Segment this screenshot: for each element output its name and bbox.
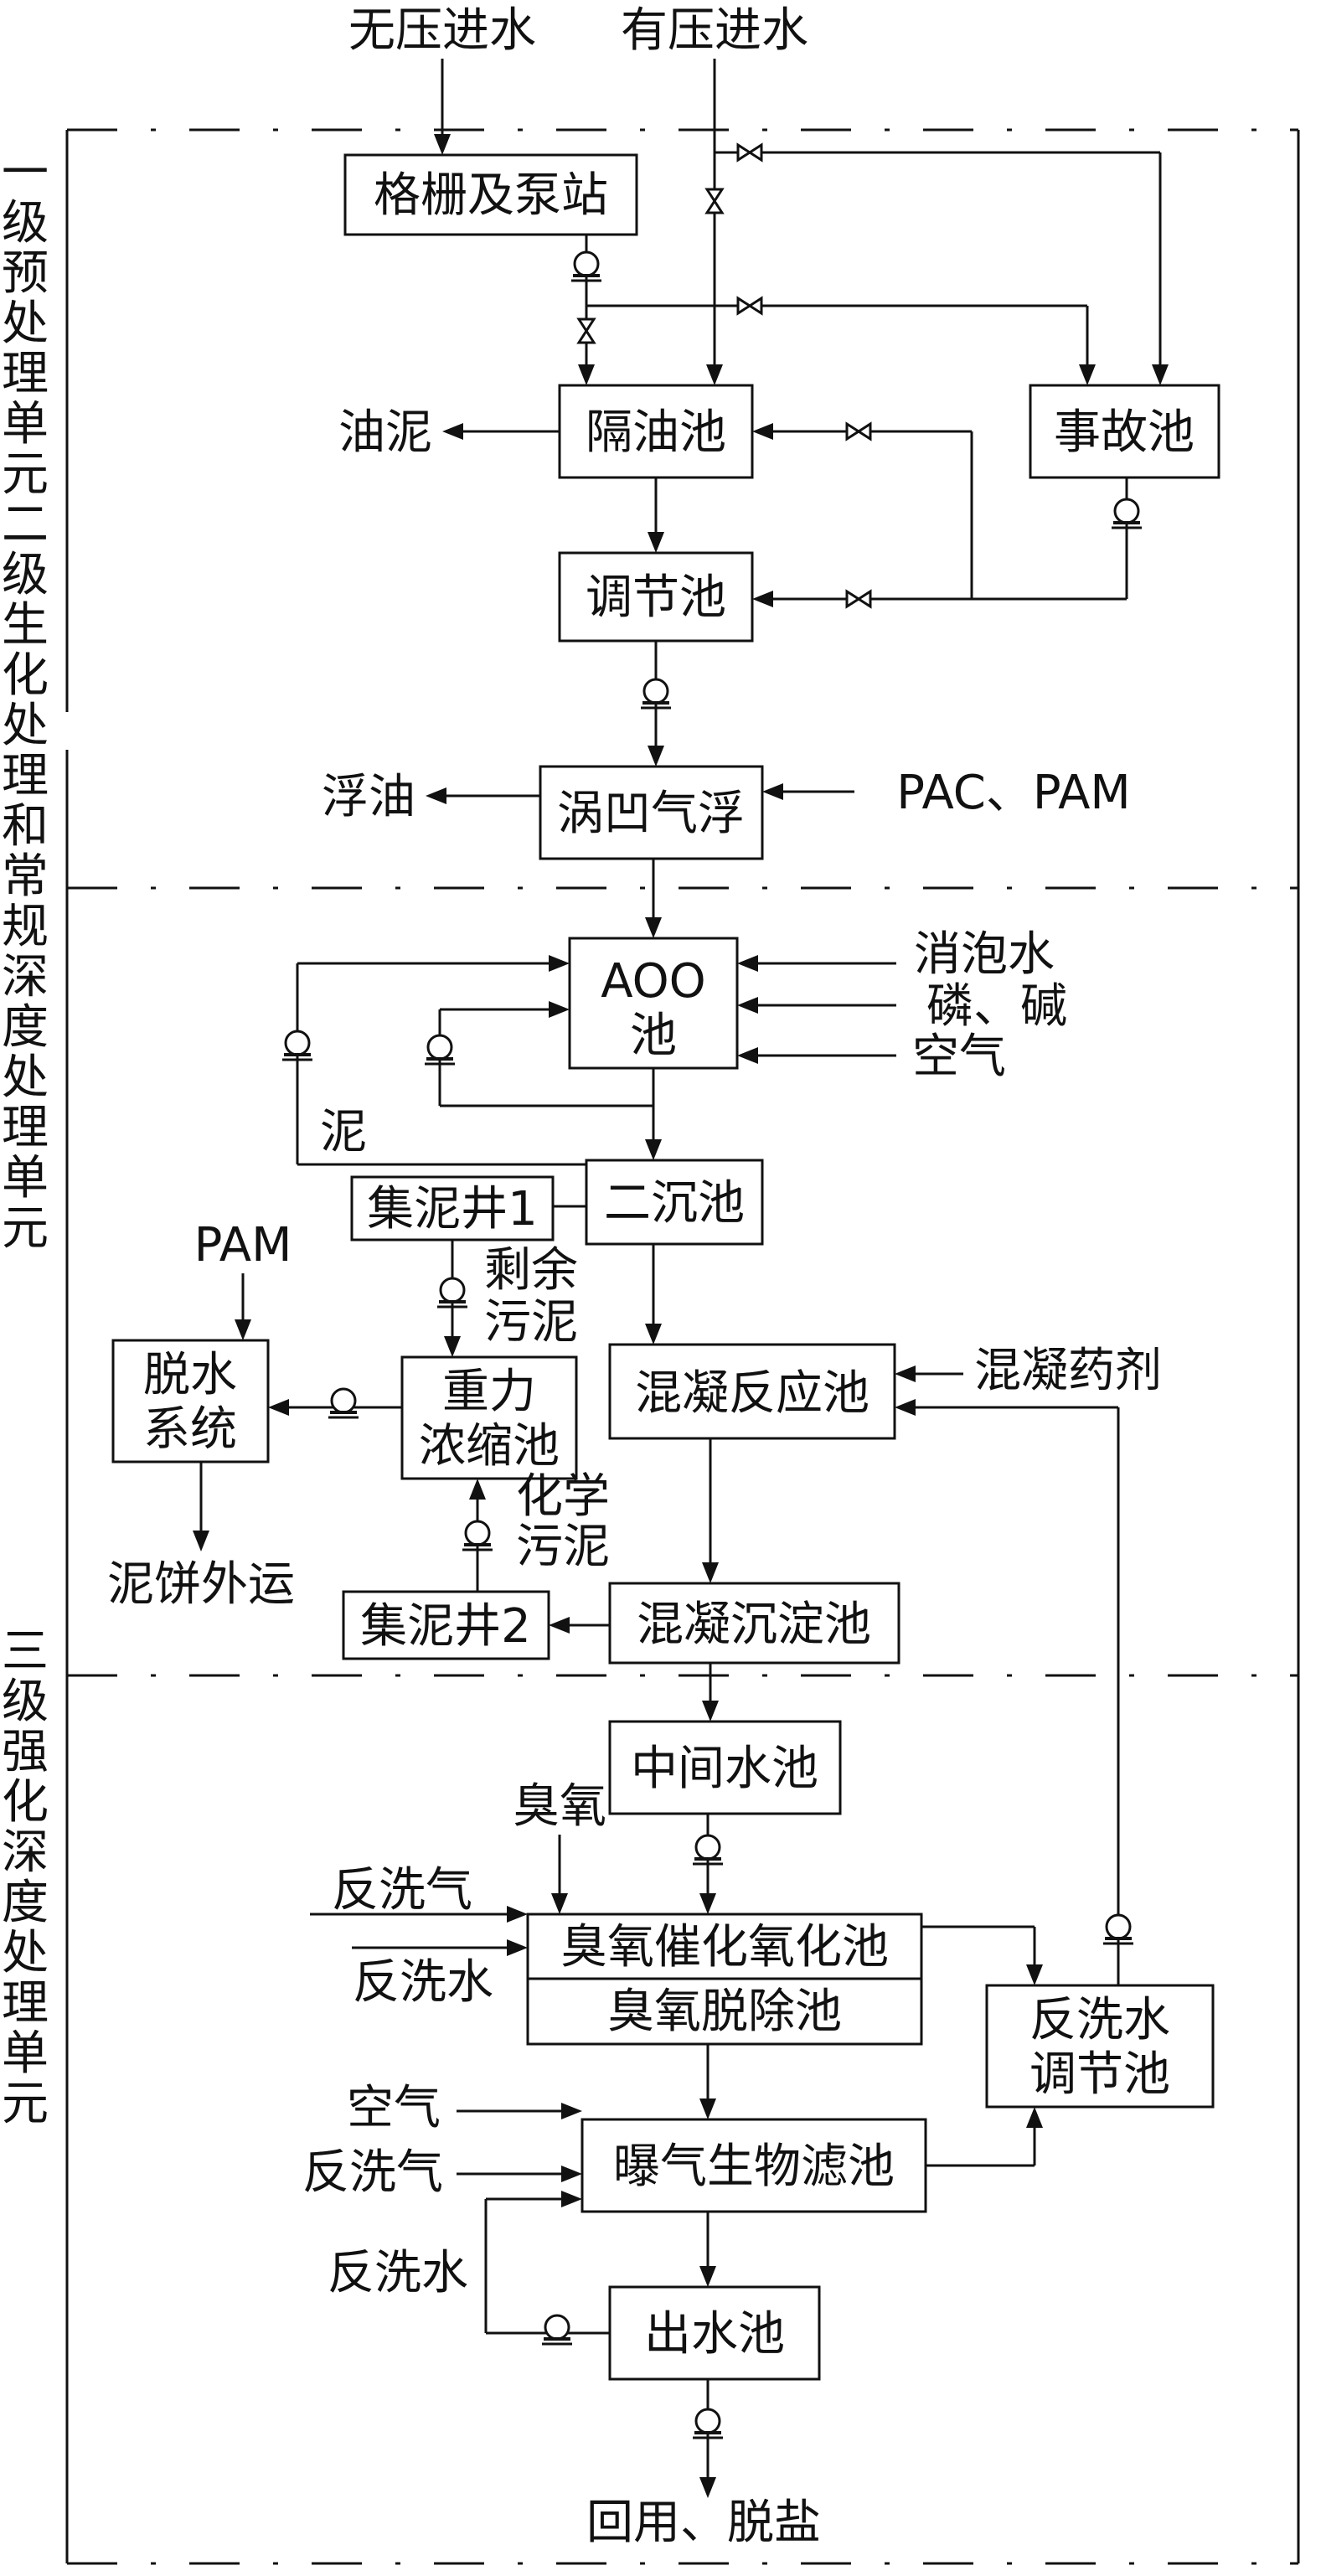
svg-text:隔油池: 隔油池: [586, 405, 726, 460]
svg-text:集泥井2: 集泥井2: [360, 1599, 531, 1654]
label-backwash-water-2: 反洗水: [328, 2246, 468, 2300]
unit-frame-1: [65, 128, 1300, 888]
label-chem-1: 化学: [516, 1469, 610, 1524]
label-backwash-water-1: 反洗水: [353, 1955, 493, 2010]
svg-text:混凝沉淀池: 混凝沉淀池: [637, 1598, 871, 1652]
label-float-oil: 浮油: [322, 770, 415, 824]
coagulation-settling-box: 混凝沉淀池: [608, 1582, 900, 1665]
label-sludge: 泥: [320, 1105, 367, 1159]
label-air-1: 空气: [912, 1030, 1006, 1084]
vortex-flotation-box: 涡凹气浮: [539, 765, 764, 860]
svg-text:混凝反应池: 混凝反应池: [635, 1366, 869, 1421]
sludge-well-1-box: 集泥井1: [350, 1175, 555, 1242]
oil-separator-box: 隔油池: [558, 384, 754, 479]
label-backwash-gas-2: 反洗气: [302, 2145, 443, 2200]
label-sludge-cake: 泥饼外运: [107, 1557, 295, 1612]
unit1-label: 一级预处理单元: [2, 146, 49, 502]
svg-text:浓缩池: 浓缩池: [419, 1419, 560, 1474]
coagulation-reaction-box: 混凝反应池: [608, 1343, 896, 1440]
middle-pool-box: 中间水池: [608, 1720, 842, 1815]
secondary-clarifier-box: 二沉池: [585, 1159, 764, 1246]
label-defoam: 消泡水: [914, 927, 1055, 982]
svg-text:格栅及泵站: 格栅及泵站: [374, 168, 608, 223]
svg-text:事故池: 事故池: [1054, 405, 1195, 460]
regulation-pool-box: 调节池: [558, 551, 754, 643]
input-pressurized: 有压进水: [621, 3, 808, 58]
svg-text:二沉池: 二沉池: [604, 1176, 745, 1231]
label-chem-2: 污泥: [516, 1520, 610, 1574]
dewatering-system-box: 脱水 系统: [111, 1339, 270, 1464]
label-backwash-gas-1: 反洗气: [332, 1863, 472, 1918]
svg-text:反洗水: 反洗水: [1029, 1993, 1170, 2047]
svg-text:系统: 系统: [143, 1402, 237, 1457]
label-excess-1: 剩余: [484, 1243, 578, 1298]
svg-text:池: 池: [630, 1009, 677, 1063]
label-reuse-desalination: 回用、脱盐: [586, 2496, 821, 2550]
svg-text:中间水池: 中间水池: [631, 1742, 818, 1796]
svg-text:臭氧催化氧化池: 臭氧催化氧化池: [560, 1920, 889, 1975]
label-coag-agent: 混凝药剂: [974, 1344, 1162, 1398]
label-p-base: 磷、碱: [926, 979, 1067, 1034]
input-unpressurized: 无压进水: [348, 3, 536, 58]
svg-text:曝气生物滤池: 曝气生物滤池: [613, 2140, 895, 2194]
unit-frame-2: [65, 750, 1300, 1675]
accident-pool-box: 事故池: [1029, 384, 1220, 479]
label-ozone: 臭氧: [513, 1779, 606, 1834]
label-excess-2: 污泥: [484, 1295, 578, 1350]
svg-text:脱水: 脱水: [143, 1348, 237, 1402]
label-oil-sludge: 油泥: [338, 405, 432, 460]
svg-text:集泥井1: 集泥井1: [367, 1182, 538, 1236]
label-pac-pam: PAC、PAM: [896, 766, 1130, 820]
svg-text:调节池: 调节池: [1029, 2047, 1170, 2102]
svg-text:重力: 重力: [442, 1365, 536, 1419]
grille-pump-station-box: 格栅及泵站: [343, 153, 638, 236]
outlet-pool-box: 出水池: [608, 2285, 821, 2381]
sludge-well-2-box: 集泥井2: [342, 1590, 550, 1660]
svg-text:AOO: AOO: [601, 954, 705, 1009]
flow-lines: [193, 59, 1169, 2498]
label-pam: PAM: [194, 1218, 292, 1273]
svg-text:臭氧脱除池: 臭氧脱除池: [607, 1985, 842, 2039]
svg-text:涡凹气浮: 涡凹气浮: [557, 787, 745, 841]
gravity-thickener-box: 重力 浓缩池: [400, 1355, 578, 1480]
aoo-tank-box: AOO 池: [568, 937, 739, 1070]
label-air-2: 空气: [347, 2081, 441, 2135]
ozone-catalytic-box: 臭氧催化氧化池 臭氧脱除池: [526, 1913, 923, 2046]
unit3-label: 三级强化深度处理单元: [2, 1624, 49, 2131]
baf-box: 曝气生物滤池: [581, 2118, 927, 2213]
svg-text:出水池: 出水池: [644, 2307, 785, 2362]
unit-frame-3: [65, 1674, 1300, 2565]
unit2-label: 二级生化处理和常规深度处理单元: [2, 498, 49, 1256]
backwash-regulation-box: 反洗水 调节池: [985, 1984, 1215, 2109]
svg-text:调节池: 调节池: [586, 570, 726, 625]
